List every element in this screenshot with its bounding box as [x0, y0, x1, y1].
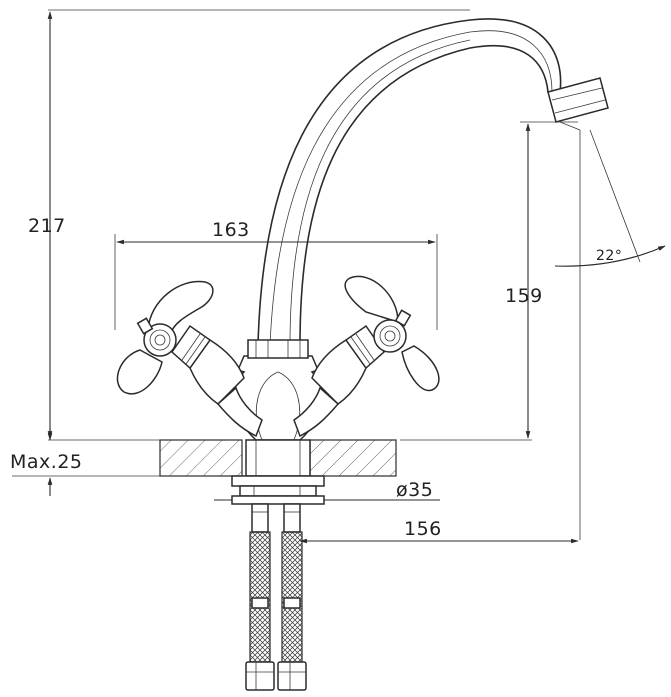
left-handle[interactable]: [116, 280, 214, 395]
label-22-deg: 22°: [596, 248, 622, 264]
dim-max-thickness: Max.25: [10, 428, 160, 496]
spout: [257, 18, 609, 346]
dim-height-total: 217: [28, 9, 470, 441]
right-handle[interactable]: [344, 275, 440, 392]
flexible-hoses: [245, 503, 307, 691]
left-valve: [171, 324, 263, 438]
label-217: 217: [28, 215, 66, 237]
dim-handle-span: 163: [114, 219, 438, 330]
aerator: [547, 77, 609, 123]
label-156: 156: [404, 518, 442, 540]
dim-spout-angle: 22°: [554, 129, 666, 540]
countertop-section: [159, 439, 397, 477]
label-max25: Max.25: [10, 451, 83, 473]
dim-spout-reach: 156: [299, 518, 579, 544]
label-163: 163: [212, 219, 250, 241]
mounting-shank: [231, 439, 325, 505]
right-valve: [293, 324, 385, 438]
label-dia35: ø35: [396, 479, 433, 501]
dim-spout-height: 159: [400, 121, 578, 441]
dim-hole-diameter: ø35: [214, 479, 440, 503]
label-159: 159: [505, 285, 543, 307]
